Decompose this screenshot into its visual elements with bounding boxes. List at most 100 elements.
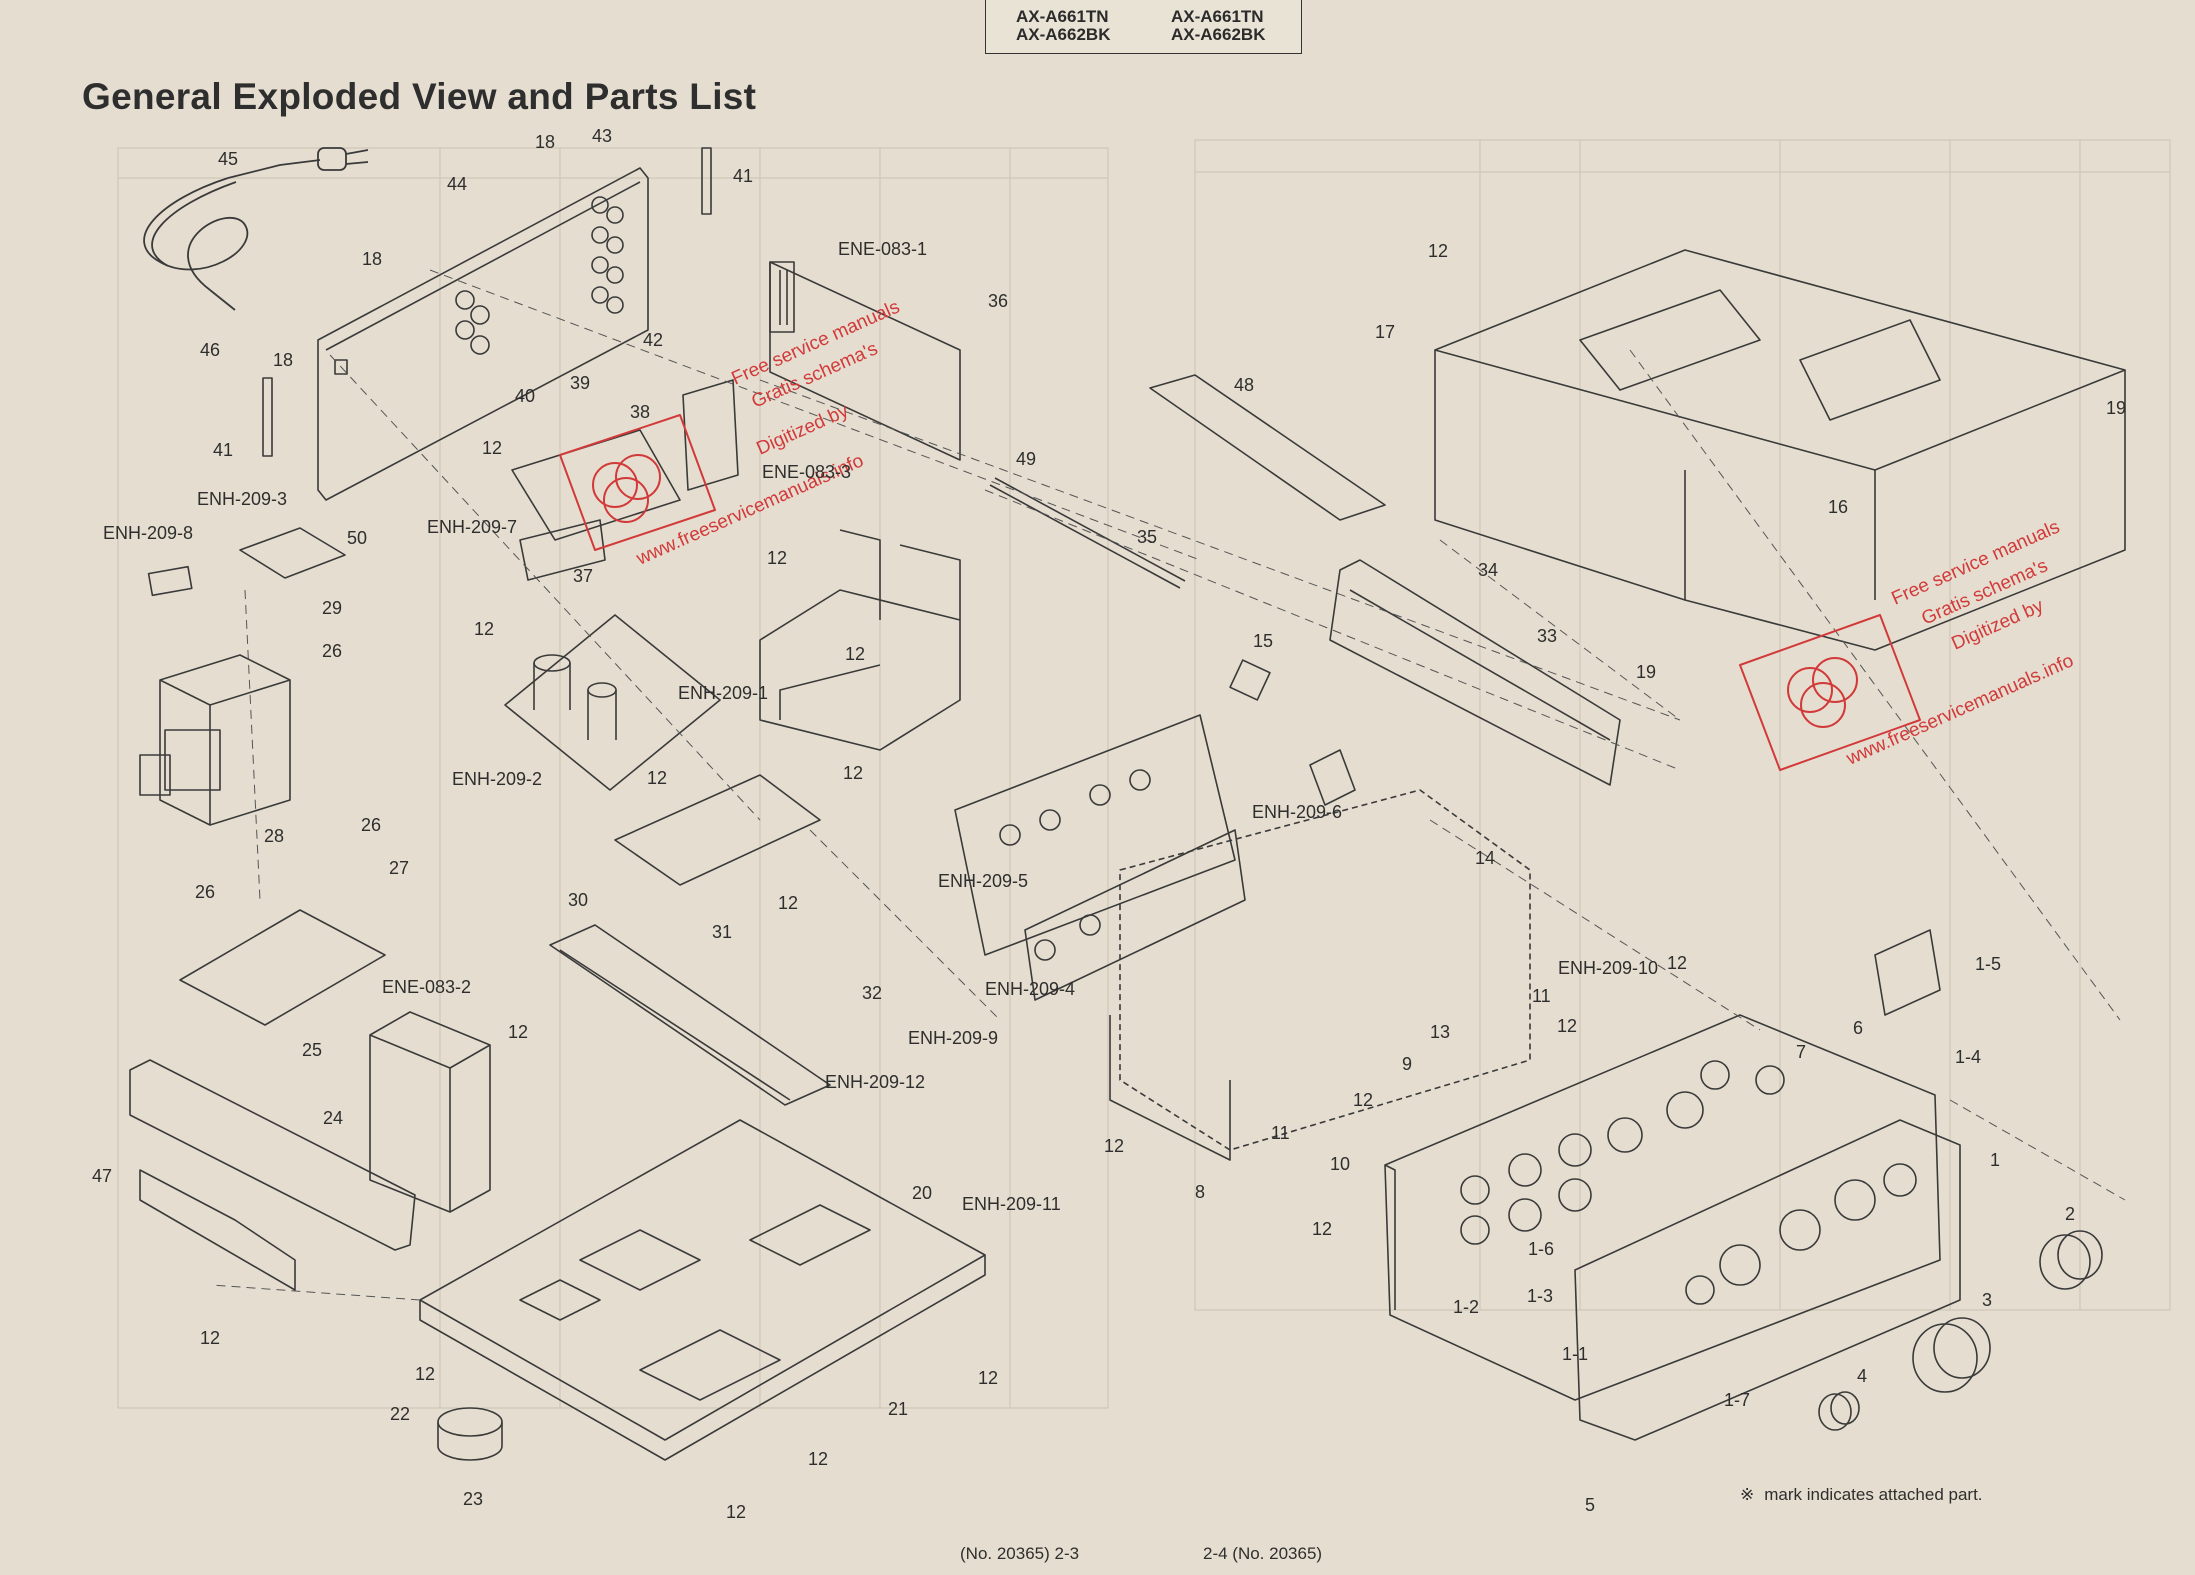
footnote: ※mark indicates attached part. xyxy=(1740,1485,1983,1505)
callout-label: ENH-209-4 xyxy=(985,979,1075,999)
callout-label: 12 xyxy=(647,768,667,788)
pcb-ene-083-1 xyxy=(769,261,961,461)
callout-label: ENH-209-7 xyxy=(427,517,517,537)
front-subpanel-part-1-1 xyxy=(1574,1119,1961,1441)
callout-label: 12 xyxy=(1428,241,1448,261)
watermark-text-left: Free service manuals Gratis schema's Dig… xyxy=(633,297,903,570)
callout-label: 1 xyxy=(1990,1150,2000,1170)
callout-label: 32 xyxy=(862,983,882,1003)
rear-panel-part-42 xyxy=(317,167,649,501)
inner-chassis-outline xyxy=(1109,1015,1231,1161)
callout-label: 12 xyxy=(1557,1016,1577,1036)
callout-label: 35 xyxy=(1137,527,1157,547)
callout-label: 18 xyxy=(535,132,555,152)
callout-label: 12 xyxy=(482,438,502,458)
callout-label: 2 xyxy=(2065,1204,2075,1224)
callout-label: 44 xyxy=(447,174,467,194)
callout-label: 10 xyxy=(1330,1154,1350,1174)
callout-label: 21 xyxy=(888,1399,908,1419)
model-header-box: AX-A661TN AX-A662BK AX-A661TN AX-A662BK xyxy=(985,0,1302,54)
bracket-part-41-left xyxy=(262,377,273,457)
callout-label: 22 xyxy=(390,1404,410,1424)
callout-label: ENH-209-1 xyxy=(678,683,768,703)
callout-label: 12 xyxy=(978,1368,998,1388)
callout-label: 1-1 xyxy=(1562,1344,1588,1364)
model-list-right: AX-A661TN AX-A662BK xyxy=(1171,8,1265,44)
callout-label: 12 xyxy=(1353,1090,1373,1110)
callout-label: 16 xyxy=(1828,497,1848,517)
bracket-part-30 xyxy=(549,924,831,1106)
callout-label: ENE-083-3 xyxy=(762,462,851,482)
bottom-chassis-part-20 xyxy=(419,1119,986,1461)
callout-label: 14 xyxy=(1475,848,1495,868)
callout-label: 41 xyxy=(733,166,753,186)
power-transformer-part-28 xyxy=(139,654,291,826)
inner-chassis-part-14 xyxy=(1119,789,1531,1151)
callout-label: ENH-209-6 xyxy=(1252,802,1342,822)
callout-label: ENH-209-2 xyxy=(452,769,542,789)
chassis-bracket-part-33 xyxy=(1329,559,1621,786)
watermark-stamp-right xyxy=(1739,614,1921,771)
watermark-stamp-left xyxy=(559,414,716,551)
ghost-parts-table-left xyxy=(117,147,1109,1409)
watermark-text-right: Free service manuals Gratis schema's Dig… xyxy=(1843,517,2077,770)
callout-label: 23 xyxy=(463,1489,483,1509)
shield-ene-083-2 xyxy=(369,1011,491,1213)
callout-label: ENH-209-3 xyxy=(197,489,287,509)
power-cord-part-45 xyxy=(143,147,369,311)
callout-label: 41 xyxy=(213,440,233,460)
callout-label: 20 xyxy=(912,1183,932,1203)
model-list-left: AX-A661TN AX-A662BK xyxy=(1016,8,1110,44)
callout-label: 28 xyxy=(264,826,284,846)
knob-part-3 xyxy=(1912,1317,1991,1393)
callout-label: 11 xyxy=(1271,1123,1290,1143)
callout-label: ENH-209-10 xyxy=(1558,958,1658,978)
callout-label: 18 xyxy=(273,350,293,370)
callout-label: 27 xyxy=(389,858,409,878)
callout-label: 1-2 xyxy=(1453,1297,1479,1317)
callout-label: 24 xyxy=(323,1108,343,1128)
callout-label: 11 xyxy=(1532,986,1551,1006)
pcb-ene-083-3 xyxy=(682,379,739,491)
callout-label: 37 xyxy=(573,566,593,586)
part-15-selector xyxy=(1229,659,1271,701)
callout-label: 49 xyxy=(1016,449,1036,469)
callout-label: 12 xyxy=(474,619,494,639)
callout-label: ENH-209-9 xyxy=(908,1028,998,1048)
model-name: AX-A661TN xyxy=(1016,7,1109,26)
model-name: AX-A661TN xyxy=(1171,7,1264,26)
front-panel-part-1 xyxy=(1384,1014,1941,1401)
watermark-line: www.freeservicemanuals.info xyxy=(1843,650,2077,770)
callout-label: 26 xyxy=(322,641,342,661)
callout-label: 1-3 xyxy=(1527,1286,1553,1306)
callout-label: ENE-083-1 xyxy=(838,239,927,259)
plate-part-48 xyxy=(1149,374,1386,521)
pcb-enh-209-4 xyxy=(1024,829,1246,1001)
callout-label: 13 xyxy=(1430,1022,1450,1042)
callout-label: 15 xyxy=(1253,631,1273,651)
callout-label: ENH-209-12 xyxy=(825,1072,925,1092)
callout-label: ENH-209-5 xyxy=(938,871,1028,891)
callout-label: 39 xyxy=(570,373,590,393)
callout-label: 1-5 xyxy=(1975,954,2001,974)
callout-label: 1-7 xyxy=(1724,1390,1750,1410)
bracket-part-1-5 xyxy=(1874,929,1941,1016)
page-number-left: (No. 20365) 2-3 xyxy=(960,1544,1080,1563)
callout-label: 1-4 xyxy=(1955,1047,1981,1067)
callout-label: 30 xyxy=(568,890,588,910)
callout-label: 12 xyxy=(767,548,787,568)
callout-label: 29 xyxy=(322,598,342,618)
callout-label: 46 xyxy=(200,340,220,360)
callout-label: 38 xyxy=(630,402,650,422)
callout-label: 12 xyxy=(1667,953,1687,973)
callout-label: 12 xyxy=(843,763,863,783)
callout-label: 50 xyxy=(347,528,367,548)
callout-label: 48 xyxy=(1234,375,1254,395)
callout-label: ENH-209-8 xyxy=(103,523,193,543)
knob-part-2 xyxy=(2039,1230,2103,1290)
callout-label: 33 xyxy=(1537,626,1557,646)
callout-label: 4 xyxy=(1857,1366,1867,1386)
callout-label: 34 xyxy=(1478,560,1498,580)
